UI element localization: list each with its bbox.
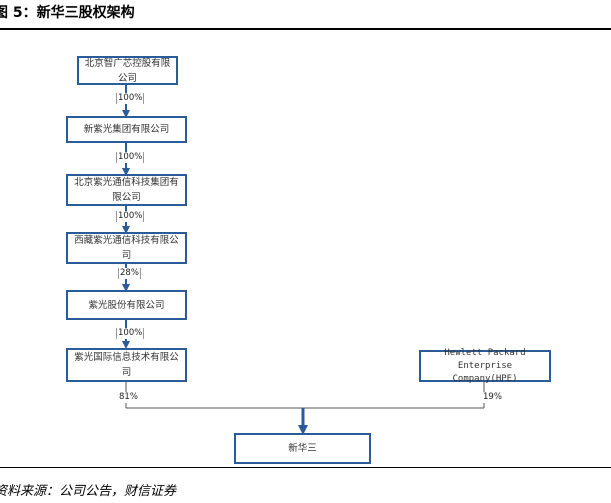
source-note: 资料来源：公司公告，财信证券 [0, 484, 177, 499]
node-xizang-ziguang: 西藏紫光通信科技有限公司 [66, 232, 187, 264]
node-hpe: Hewlett Packard Enterprise Company(HPE) [419, 348, 551, 384]
edge-label-5: 100% [116, 328, 145, 339]
edge-label-6: 81% [118, 392, 139, 403]
top-rule [0, 28, 611, 30]
edge-label-2: 100% [116, 152, 145, 163]
node-h3c: 新华三 [234, 433, 371, 464]
node-ziguang-comm-group: 北京紫光通信科技集团有限公司 [66, 174, 187, 206]
node-zhiguangxin: 北京智广芯控股有限公司 [77, 56, 178, 85]
edge-label-1: 100% [116, 93, 145, 104]
node-ziguang-shares: 紫光股份有限公司 [66, 290, 187, 320]
bottom-rule [0, 467, 611, 468]
node-xin-ziguang: 新紫光集团有限公司 [66, 116, 187, 143]
figure-title: 图 5：新华三股权架构 [0, 5, 135, 21]
edge-label-3: 100% [116, 211, 145, 222]
edge-label-7: 19% [482, 392, 503, 403]
node-ziguang-intl: 紫光国际信息技术有限公司 [66, 348, 187, 382]
edge-label-4: 28% [118, 268, 141, 279]
